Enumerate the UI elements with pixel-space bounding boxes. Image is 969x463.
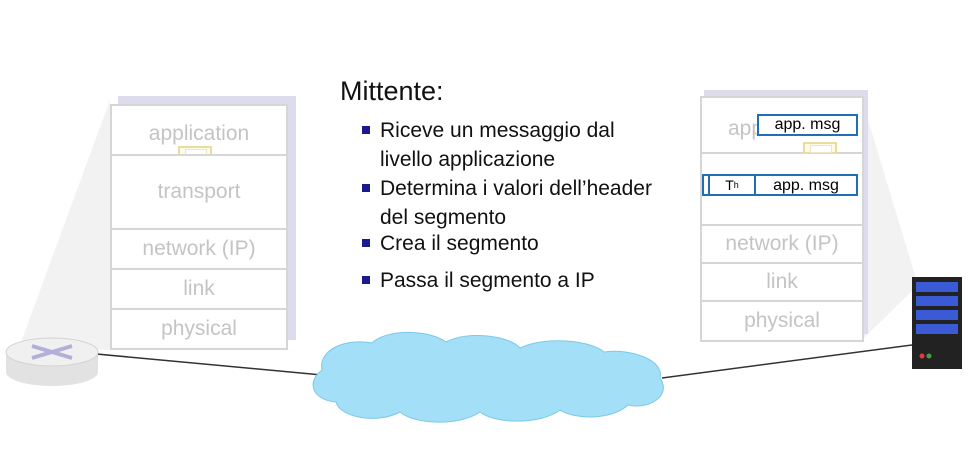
left-protocol-stack: application transport network (IP) link … [110, 104, 288, 350]
left-layer-label: physical [161, 317, 237, 340]
left-layer-label: transport [157, 180, 241, 203]
left-layer-link: link [110, 268, 288, 310]
network-cloud-icon [312, 331, 664, 423]
sender-bullet: Determina i valori dell’header del segme… [362, 174, 662, 232]
right-funnel [862, 100, 918, 340]
sender-bullet: Riceve un messaggio dal livello applicaz… [362, 116, 662, 174]
segment-header-subscript: h [733, 180, 739, 190]
segment-payload-label: app. msg [773, 177, 839, 194]
sender-bullet: Crea il segmento [362, 229, 662, 258]
router-icon [5, 337, 99, 386]
segment-payload: app. msg [756, 176, 856, 196]
sender-bullet: Passa il segmento a IP [362, 266, 662, 295]
app-message-box: app. msg [757, 114, 858, 136]
left-layer-label: application [148, 122, 250, 145]
left-layer-label: link [183, 277, 215, 300]
left-link-line [74, 351, 323, 376]
sender-bullet-text: Crea il segmento [380, 232, 539, 255]
right-layer-link: link [700, 262, 864, 302]
server-icon [912, 277, 962, 369]
sender-bullet-text: Determina i valori dell’header del segme… [380, 177, 652, 229]
right-layer-label: physical [744, 309, 820, 332]
sender-title: Mittente: [340, 76, 444, 106]
app-message-label: app. msg [774, 116, 841, 133]
right-link-line [661, 344, 913, 379]
right-app-message-icon [803, 142, 837, 154]
right-layer-network: network (IP) [700, 224, 864, 264]
sender-bullet-text: Riceve un messaggio dal livello applicaz… [380, 119, 615, 171]
right-layer-label: network (IP) [725, 232, 839, 255]
left-layer-transport: transport [110, 154, 288, 230]
left-layer-physical: physical [110, 308, 288, 350]
sender-bullet-text: Passa il segmento a IP [380, 269, 595, 292]
left-layer-label: network (IP) [142, 237, 256, 260]
segment-header-label: T [725, 177, 734, 193]
right-layer-label: link [766, 270, 798, 293]
left-funnel [20, 100, 110, 350]
left-layer-network: network (IP) [110, 228, 288, 270]
right-layer-physical: physical [700, 300, 864, 342]
right-layer-app-label: app [728, 117, 764, 140]
